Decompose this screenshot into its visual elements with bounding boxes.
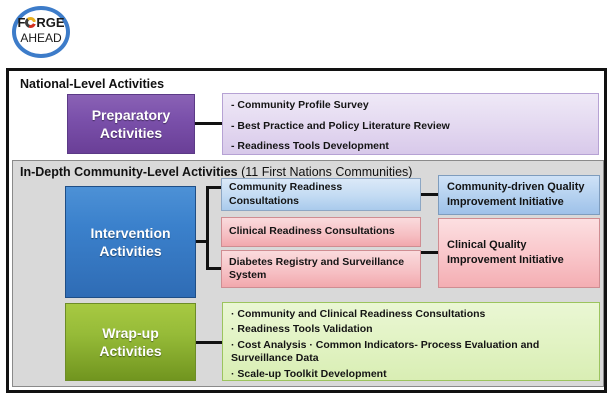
preparatory-list-item: - Readiness Tools Development (231, 140, 389, 152)
logo-multicolor-o-icon (25, 17, 37, 28)
community-qii-connector-line (421, 193, 438, 196)
intervention-activities-box[interactable]: Intervention Activities (65, 186, 196, 298)
logo-circle-ring (12, 6, 70, 58)
clinical-quality-improvement-initiative-box[interactable]: Clinical Quality Improvement Initiative (438, 218, 600, 288)
clinical-qii-label: Clinical Quality Improvement Initiative (447, 239, 564, 266)
wrap-up-list-item: · Scale-up Toolkit Development (231, 367, 387, 380)
intervention-bracket-vertical (206, 186, 209, 270)
in-depth-section-title: In-Depth Community-Level Activities (11 … (20, 165, 412, 179)
in-depth-title-bold: In-Depth Community-Level Activities (20, 165, 238, 179)
wrap-up-activities-box[interactable]: Wrap-up Activities (65, 303, 196, 381)
clinical-readiness-consultations-box[interactable]: Clinical Readiness Consultations (221, 217, 421, 247)
community-driven-qii-label: Community-driven Quality Improvement Ini… (447, 181, 585, 208)
diagram-frame: National-Level Activities Preparatory Ac… (6, 68, 607, 393)
community-readiness-consultations-box[interactable]: Community Readiness Consultations (221, 178, 421, 211)
preparatory-list-item: - Community Profile Survey (231, 99, 369, 111)
logo-letters-rge: RGE (36, 15, 65, 30)
preparatory-list-item: - Best Practice and Policy Literature Re… (231, 119, 450, 132)
wrap-up-list-item: · Community and Clinical Readiness Consu… (231, 308, 486, 320)
wrap-up-list-item: · Readiness Tools Validation (231, 323, 373, 336)
intervention-bracket-arm-bottom (206, 267, 223, 270)
logo-letter-f: F (17, 15, 26, 30)
preparatory-activities-list-box: - Community Profile Survey - Best Practi… (222, 93, 599, 155)
preparatory-connector-line (195, 122, 223, 125)
diabetes-registry-surveillance-system-label: Diabetes Registry and Surveillance Syste… (229, 255, 405, 281)
preparatory-activities-label: Preparatory Activities (91, 106, 171, 141)
community-readiness-consultations-label: Community Readiness Consultations (229, 181, 343, 207)
wrap-up-list-item: · Cost Analysis · Common Indicators- Pro… (231, 338, 540, 365)
in-depth-community-level-activities-section: In-Depth Community-Level Activities (11 … (12, 160, 604, 387)
intervention-bracket-arm-top (206, 186, 223, 189)
preparatory-activities-box[interactable]: Preparatory Activities (67, 94, 195, 154)
clinical-qii-connector-line (421, 251, 438, 254)
intervention-bracket-stem (196, 240, 209, 243)
national-level-section-title: National-Level Activities (20, 77, 165, 91)
logo-wordmark-forge: F RGE (8, 15, 74, 30)
wrap-up-connector-line (196, 341, 223, 344)
diabetes-registry-surveillance-system-box[interactable]: Diabetes Registry and Surveillance Syste… (221, 250, 421, 288)
community-driven-quality-improvement-initiative-box[interactable]: Community-driven Quality Improvement Ini… (438, 175, 600, 215)
national-level-activities-section: National-Level Activities Preparatory Ac… (12, 74, 604, 159)
in-depth-title-regular: (11 First Nations Communities) (237, 165, 413, 179)
wrap-up-activities-list-box: · Community and Clinical Readiness Consu… (222, 302, 600, 381)
intervention-activities-label: Intervention Activities (90, 224, 171, 259)
wrap-up-activities-label: Wrap-up Activities (99, 324, 162, 359)
clinical-readiness-consultations-label: Clinical Readiness Consultations (229, 225, 395, 238)
forge-ahead-logo: F RGE AHEAD (8, 4, 80, 62)
logo-wordmark-ahead: AHEAD (20, 31, 62, 45)
